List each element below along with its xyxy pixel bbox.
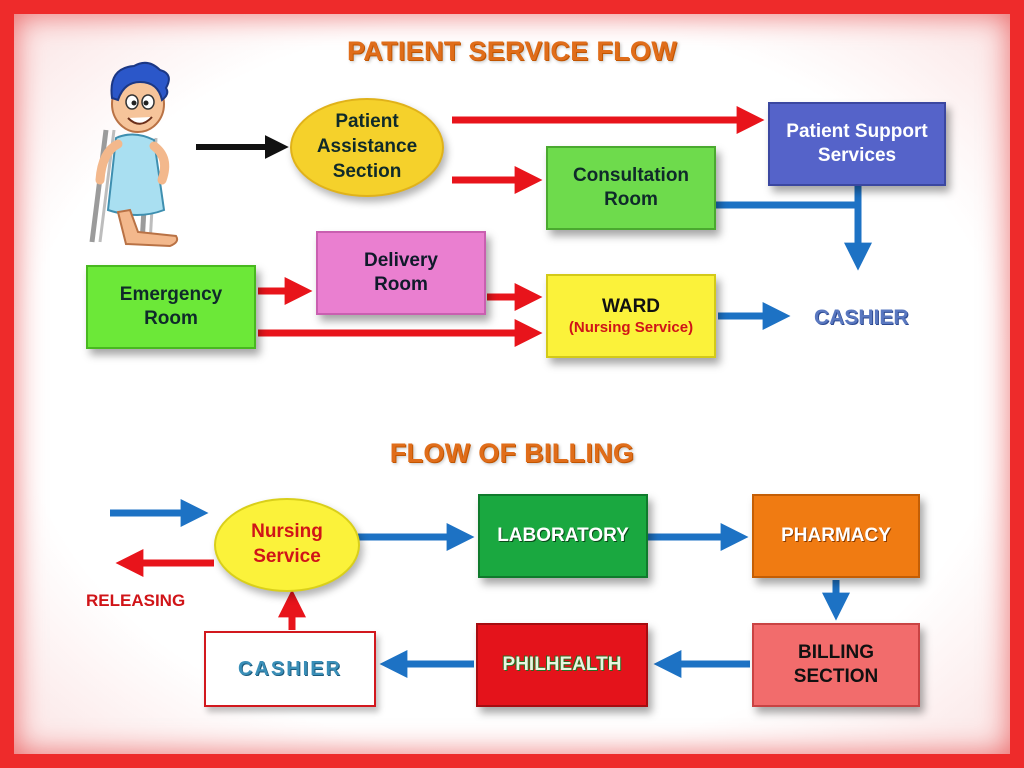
patient-support-services-box: Patient Support Services <box>768 102 946 186</box>
releasing-label: RELEASING <box>86 591 186 610</box>
patient-assistance-line3: Section <box>332 160 402 182</box>
ward-line2: (Nursing Service) <box>568 318 694 336</box>
emergency-line1: Emergency <box>119 284 223 306</box>
delivery-line2: Room <box>374 274 428 295</box>
ward-box: WARD (Nursing Service) <box>546 274 716 358</box>
cashier-label-top: CASHIER <box>814 306 909 329</box>
patient-assistance-section: Patient Assistance Section <box>290 98 444 197</box>
arrow-consultation-to-cashier <box>716 201 872 271</box>
laboratory-label: LABORATORY <box>497 525 629 547</box>
ward-line1: WARD <box>601 295 661 317</box>
billing-line2: SECTION <box>793 666 879 687</box>
consultation-line1: Consultation <box>572 165 690 187</box>
patient-assistance-line2: Assistance <box>316 136 418 158</box>
patient-support-line2: Services <box>817 145 897 166</box>
nursing-line2: Service <box>253 546 321 567</box>
billing-line1: BILLING <box>798 642 874 664</box>
cashier-box: CASHIER <box>204 631 376 707</box>
philhealth-label: PHILHEALTH <box>502 654 622 676</box>
cashier-box-label: CASHIER <box>237 657 342 680</box>
philhealth-box: PHILHEALTH <box>476 623 648 707</box>
delivery-line1: Delivery <box>364 250 438 272</box>
consultation-line2: Room <box>604 189 658 210</box>
laboratory-box: LABORATORY <box>478 494 648 578</box>
billing-section-box: BILLING SECTION <box>752 623 920 707</box>
flow-of-billing-title: FLOW OF BILLING <box>389 438 635 468</box>
nursing-line1: Nursing <box>251 521 323 543</box>
pharmacy-box: PHARMACY <box>752 494 920 578</box>
pharmacy-label: PHARMACY <box>781 525 891 547</box>
delivery-room-box: Delivery Room <box>316 231 486 315</box>
emergency-room-box: Emergency Room <box>86 265 256 349</box>
emergency-line2: Room <box>144 308 198 329</box>
patient-service-flow-title: PATIENT SERVICE FLOW <box>346 36 677 66</box>
consultation-room-box: Consultation Room <box>546 146 716 230</box>
patient-assistance-line1: Patient <box>335 111 399 133</box>
patient-support-line1: Patient Support <box>786 121 928 143</box>
nursing-service-node: Nursing Service <box>214 498 360 592</box>
patient-on-crutches-icon <box>89 61 179 248</box>
